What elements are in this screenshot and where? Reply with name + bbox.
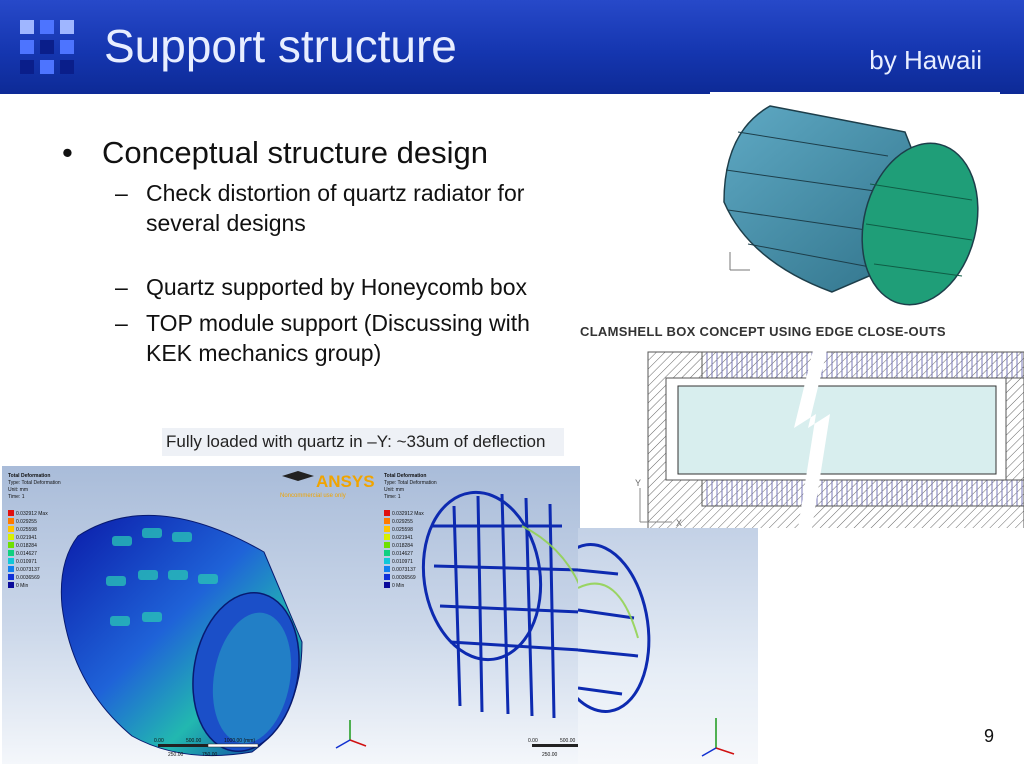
dash-icon: –: [115, 274, 128, 300]
simulation-caption: Fully loaded with quartz in –Y: ~33um of…: [162, 428, 564, 456]
legend-value: 0.010971: [392, 559, 413, 565]
scale-tick: 750.00: [202, 752, 218, 758]
legend-max: 0.032912 Max: [392, 511, 424, 517]
dash-icon: –: [115, 180, 128, 206]
sub-bullet-text: Quartz supported by Honeycomb box: [146, 274, 527, 300]
grid-logo-icon: [20, 20, 74, 74]
legend-value: 0.021941: [392, 535, 413, 541]
legend-value: 0.025598: [392, 527, 413, 533]
slide-byline: by Hawaii: [869, 45, 982, 75]
sub-bullet: – TOP module support (Discussing with KE…: [60, 308, 580, 368]
legend-value: 0.029255: [16, 519, 37, 525]
legend-value: 0.0036569: [392, 575, 416, 581]
legend-value: 0.018284: [392, 543, 413, 549]
clamshell-diagram: CLAMSHELL BOX CONCEPT USING EDGE CLOSE-O…: [580, 318, 1024, 528]
legend-value: 0.014627: [392, 551, 413, 557]
axis-triad-icon: [701, 718, 735, 757]
legend-min: 0 Min: [16, 583, 28, 589]
sub-bullet-text: Check distortion of quartz radiator for …: [146, 180, 525, 236]
bullet-dot-icon: •: [62, 135, 73, 170]
scale-bar: 0.00 500.00 1000.00 (mm) 250.00 750.00: [154, 738, 259, 758]
sub-bullet: – Check distortion of quartz radiator fo…: [60, 178, 580, 238]
scale-tick: 250.00: [542, 752, 558, 758]
legend-title: Total Deformation: [384, 473, 426, 479]
clamshell-label: CLAMSHELL BOX CONCEPT USING EDGE CLOSE-O…: [580, 324, 946, 339]
ansys-logo-icon: ANSYS Noncommercial use only: [280, 471, 375, 499]
legend-value: 0.018284: [16, 543, 37, 549]
legend-value: 0.0073137: [16, 567, 40, 573]
scale-tick: 1000.00 (mm): [224, 738, 255, 744]
ansys-subtitle: Noncommercial use only: [280, 493, 346, 499]
scale-tick: 0.00: [154, 738, 164, 744]
axis-x-label: X: [676, 518, 682, 528]
legend-time: Time: 1: [384, 494, 401, 500]
sub-bullet: – Quartz supported by Honeycomb box: [60, 272, 580, 302]
dash-icon: –: [115, 310, 128, 336]
legend-max: 0.032912 Max: [16, 511, 48, 517]
slide-header: Support structure by Hawaii: [0, 0, 1024, 94]
legend-unit: Unit: mm: [384, 487, 404, 493]
clamshell-drawing-icon: Y X: [635, 338, 1024, 528]
legend-min: 0 Min: [392, 583, 404, 589]
legend-value: 0.029255: [392, 519, 413, 525]
bullet-list: • Conceptual structure design – Check di…: [60, 134, 580, 368]
bullet-main: • Conceptual structure design: [60, 134, 580, 172]
cylinder-render-icon: [723, 105, 979, 306]
legend-value: 0.0073137: [392, 567, 416, 573]
page-number: 9: [983, 726, 994, 746]
sub-bullet-text: TOP module support (Discussing with KEK …: [146, 310, 530, 366]
scale-tick: 0.00: [528, 738, 538, 744]
legend-value: 0.010971: [16, 559, 37, 565]
ansys-logo-text: ANSYS: [316, 472, 375, 491]
wireframe-render: [578, 543, 735, 757]
legend-title: Total Deformation: [8, 473, 50, 479]
scale-tick: 500.00: [560, 738, 576, 744]
axis-y-label: Y: [635, 478, 641, 488]
legend-value: 0.014627: [16, 551, 37, 557]
legend-type: Type: Total Deformation: [8, 480, 61, 486]
scale-bar: 0.00 500.00 250.00: [528, 738, 580, 758]
axis-triad-icon: [335, 720, 367, 749]
scale-tick: 500.00: [186, 738, 202, 744]
legend-value: 0.0036569: [16, 575, 40, 581]
scale-tick: 250.00: [168, 752, 184, 758]
legend-time: Time: 1: [8, 494, 25, 500]
wireframe-simulation-figure: [578, 528, 758, 764]
legend-unit: Unit: mm: [8, 487, 28, 493]
simulation-render: Total Deformation Type: Total Deformatio…: [8, 471, 580, 758]
legend-value: 0.025598: [16, 527, 37, 533]
wireframe-cage-icon: [421, 490, 580, 719]
cylinder-render-figure: [710, 92, 1000, 310]
ansys-simulation-figure: Total Deformation Type: Total Deformatio…: [2, 466, 580, 764]
bullet-main-text: Conceptual structure design: [102, 135, 489, 170]
legend-type: Type: Total Deformation: [384, 480, 437, 486]
slide-title: Support structure: [104, 20, 457, 72]
legend-value: 0.021941: [16, 535, 37, 541]
